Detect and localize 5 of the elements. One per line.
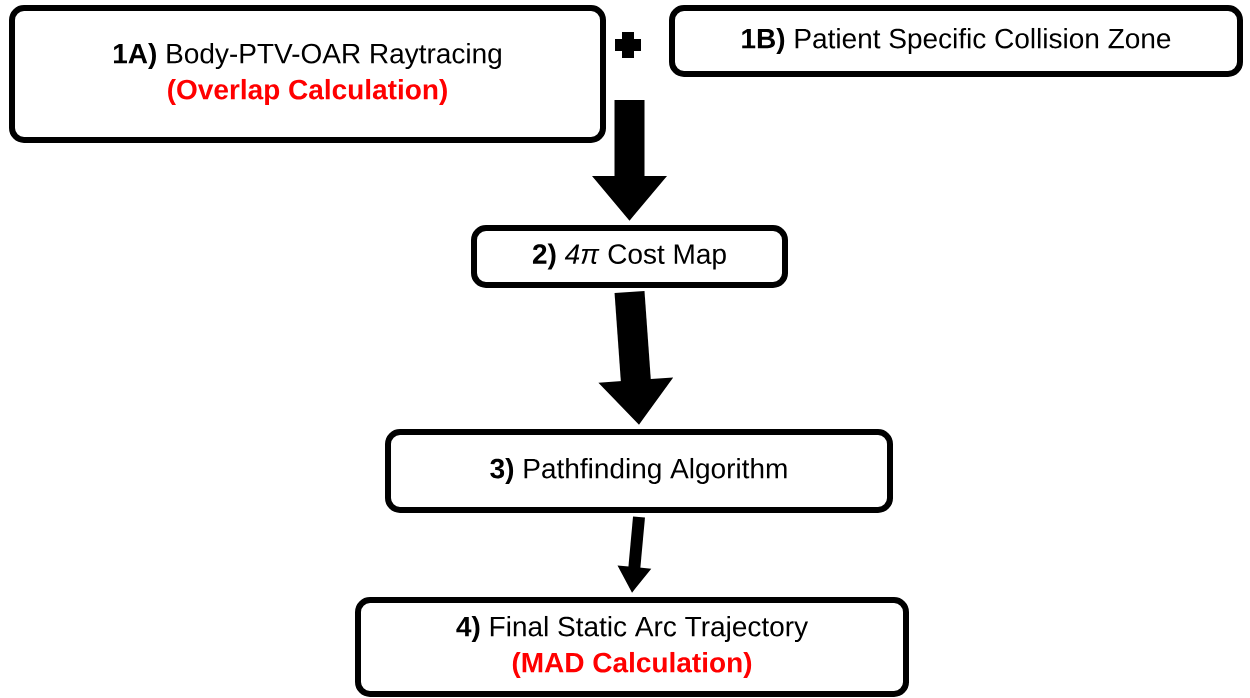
process-box: 1A) Body-PTV-OAR Raytracing (Overlap Calculation) bbox=[9, 5, 606, 143]
process-box: 2) 4π Cost Map bbox=[471, 225, 788, 288]
process-box: 1B) Patient Specific Collision Zone bbox=[669, 5, 1243, 77]
process-box: 4) Final Static Arc Trajectory (MAD Calculation) bbox=[355, 597, 909, 697]
process-box: 3) Pathfinding Algorithm bbox=[385, 429, 893, 513]
